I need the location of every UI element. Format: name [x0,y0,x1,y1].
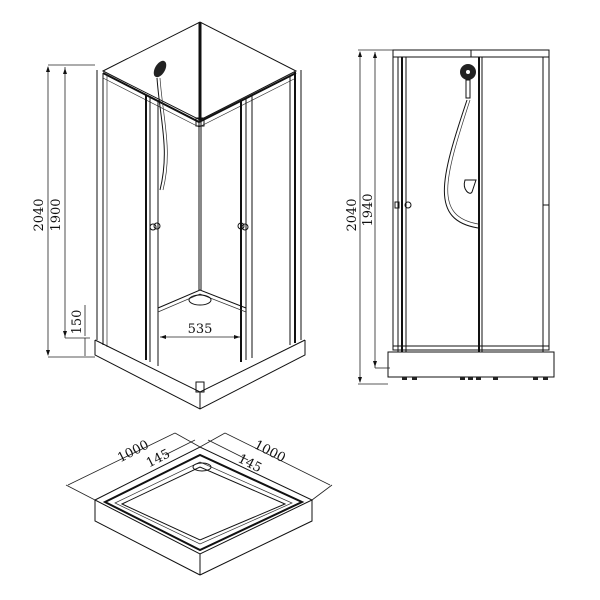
front-inner-height-dimension: 1940 [361,193,376,226]
isometric-enclosure: 535 [94,21,306,410]
total-height-dimension: 2040 [32,198,47,231]
tray-height-dimension: 150 [70,310,85,335]
front-dimensions: 2040 1940 [345,49,393,385]
front-total-height-dimension: 2040 [345,198,360,231]
shower-tray [93,446,314,576]
tray-dimensions: 1000 1000 145 145 [65,432,333,501]
front-elevation [387,49,555,380]
isometric-dimensions: 2040 1900 150 [32,64,95,358]
glass-height-dimension: 1900 [49,198,64,231]
door-opening-dimension: 535 [188,322,213,337]
